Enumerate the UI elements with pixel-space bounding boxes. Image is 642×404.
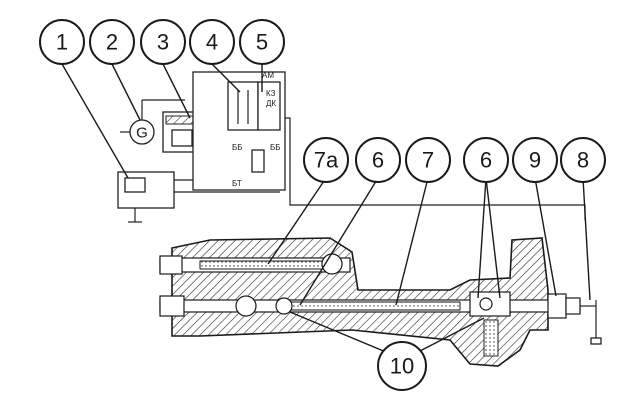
leader-4 — [211, 63, 241, 93]
leader-3 — [162, 63, 191, 119]
callout-5: 5 — [239, 19, 285, 65]
lower-plug — [159, 295, 185, 317]
svg-text:3: 3 — [157, 30, 169, 55]
resistor — [251, 149, 265, 173]
fitting-nut — [547, 293, 567, 319]
svg-text:9: 9 — [529, 148, 541, 173]
leader-7 — [395, 177, 429, 306]
sensor-coil — [124, 177, 146, 193]
callout-8: 8 — [560, 137, 606, 183]
leader-10-right — [417, 317, 485, 353]
callout-7: 7 — [405, 137, 451, 183]
leader-1 — [61, 63, 129, 179]
svg-text:7a: 7a — [314, 148, 339, 173]
leader-6-right-b — [485, 177, 501, 299]
relay-label-dk: ДК — [266, 99, 276, 108]
leader-8 — [582, 177, 591, 301]
sensor-eight — [590, 337, 602, 345]
electrical-schematic: G AM КЗ ДК ББ ББ БТ — [117, 71, 586, 223]
leader-7a — [267, 177, 327, 265]
callout-6-right: 6 — [463, 137, 509, 183]
regulator-coil — [171, 129, 193, 147]
mechanical-section — [159, 237, 602, 367]
check-valve-ball — [479, 297, 493, 311]
relay-label-am: AM — [262, 71, 274, 80]
leader-2 — [111, 63, 141, 121]
svg-text:4: 4 — [206, 30, 218, 55]
callout-3: 3 — [140, 19, 186, 65]
lower-ball-right — [275, 297, 293, 315]
upper-rod — [199, 260, 331, 270]
leader-6-right-a — [477, 177, 487, 299]
generator-symbol: G — [136, 125, 148, 142]
lower-ball-left — [235, 295, 257, 317]
relay-four — [227, 81, 259, 131]
callout-4: 4 — [189, 19, 235, 65]
spring — [483, 319, 499, 357]
leader-9 — [534, 177, 557, 297]
svg-text:5: 5 — [256, 30, 268, 55]
callout-1: 1 — [39, 19, 85, 65]
callout-7a: 7a — [303, 137, 349, 183]
relay-five — [257, 81, 281, 131]
leader-10-left — [289, 311, 387, 353]
svg-text:1: 1 — [56, 30, 68, 55]
svg-text:8: 8 — [577, 148, 589, 173]
callout-6-left: 6 — [355, 137, 401, 183]
relay-label-kz: КЗ — [266, 89, 276, 98]
callout-9: 9 — [512, 137, 558, 183]
terminal-label-3: БТ — [232, 179, 242, 188]
terminal-label-1: ББ — [232, 143, 243, 152]
fitting-end — [565, 297, 581, 315]
callout-10: 10 — [377, 341, 427, 391]
callout-2: 2 — [89, 19, 135, 65]
leader-lines — [61, 63, 591, 353]
terminal-label-2: ББ — [270, 143, 281, 152]
callouts: 1 2 3 4 5 7a 6 7 — [39, 19, 606, 391]
svg-text:7: 7 — [422, 148, 434, 173]
svg-text:10: 10 — [390, 354, 414, 379]
svg-text:2: 2 — [106, 30, 118, 55]
svg-text:6: 6 — [480, 148, 492, 173]
leader-6-left — [299, 177, 379, 306]
lower-rod — [289, 301, 461, 311]
upper-plug — [159, 255, 183, 275]
svg-text:6: 6 — [372, 148, 384, 173]
